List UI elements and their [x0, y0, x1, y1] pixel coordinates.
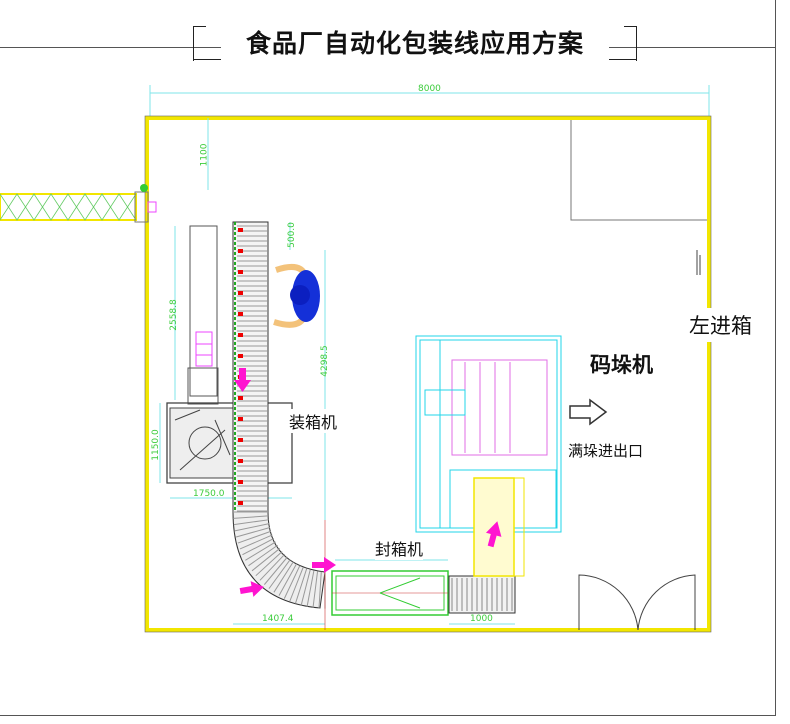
roller: [233, 519, 269, 526]
pallet-lane: [473, 477, 525, 577]
arrow-right-icon: [312, 557, 336, 573]
case-sealer: [331, 559, 449, 616]
roller-marker: [238, 249, 243, 253]
roller: [239, 534, 273, 550]
roller-marker: [238, 270, 243, 274]
arrow-down-icon: [234, 368, 251, 392]
flow-arrows: [234, 368, 502, 597]
dim-packer-depth: 1150.0: [150, 429, 161, 461]
roller: [289, 567, 304, 602]
box-elevator: [174, 225, 219, 405]
roller: [255, 551, 283, 577]
arrow-up-icon: [485, 521, 502, 548]
dim-top-offset: 1100: [199, 143, 210, 167]
roller-marker: [238, 312, 243, 316]
dim-upper-length: 2558.8: [168, 299, 179, 331]
frame-right-line: [775, 0, 776, 716]
roller: [263, 556, 288, 585]
roller-marker: [238, 333, 243, 337]
roller: [300, 569, 311, 606]
roller: [283, 565, 301, 599]
roller-marker: [238, 396, 243, 400]
dim-room-width: 8000: [418, 84, 441, 94]
infeed-truss: [0, 184, 157, 223]
operator-figure: [273, 263, 320, 328]
label-case-sealer: 封箱机: [375, 536, 424, 560]
roller-marker: [238, 291, 243, 295]
page-title: 食品厂自动化包装线应用方案: [221, 24, 609, 60]
roller-marker: [238, 459, 243, 463]
frame-bottom-line: [0, 715, 776, 716]
roller: [233, 515, 269, 519]
room-wall: [145, 116, 711, 632]
roller: [294, 568, 308, 604]
roller: [248, 544, 278, 567]
roller-marker: [238, 228, 243, 232]
roller: [237, 530, 272, 544]
label-case-packer: 装箱机: [289, 409, 338, 433]
case-packer: [159, 402, 293, 499]
roller-marker: [238, 354, 243, 358]
roller: [234, 523, 270, 532]
roller: [318, 571, 322, 609]
roller: [312, 571, 319, 608]
double-door: [578, 574, 696, 631]
dim-gap: 500.0: [286, 222, 297, 248]
roller-marker: [238, 417, 243, 421]
roller: [273, 561, 294, 593]
label-palletizer: 码垛机: [590, 349, 653, 379]
label-left-box-in: 左进箱: [686, 308, 755, 342]
title-box: 食品厂自动化包装线应用方案: [193, 12, 637, 61]
corner-room: [570, 120, 707, 221]
roller: [245, 541, 276, 561]
dim-curve-width: 1407.4: [262, 614, 294, 624]
label-full-pallet-io: 满垛进出口: [568, 440, 644, 461]
dim-conveyor-length: 4298.5: [319, 345, 330, 377]
roller: [235, 527, 271, 538]
roller: [259, 553, 286, 581]
exit-arrow-icon: [569, 398, 608, 426]
roller: [242, 538, 275, 556]
roller-marker: [238, 438, 243, 442]
dim-roller-width: 1000: [470, 614, 493, 624]
roller: [251, 548, 281, 572]
roller: [306, 570, 315, 607]
roller-marker: [238, 480, 243, 484]
roller-marker: [238, 501, 243, 505]
roller: [278, 563, 297, 596]
arrow-right-icon: [239, 581, 264, 597]
roller: [268, 559, 291, 589]
dim-packer-width: 1750.0: [193, 489, 225, 499]
